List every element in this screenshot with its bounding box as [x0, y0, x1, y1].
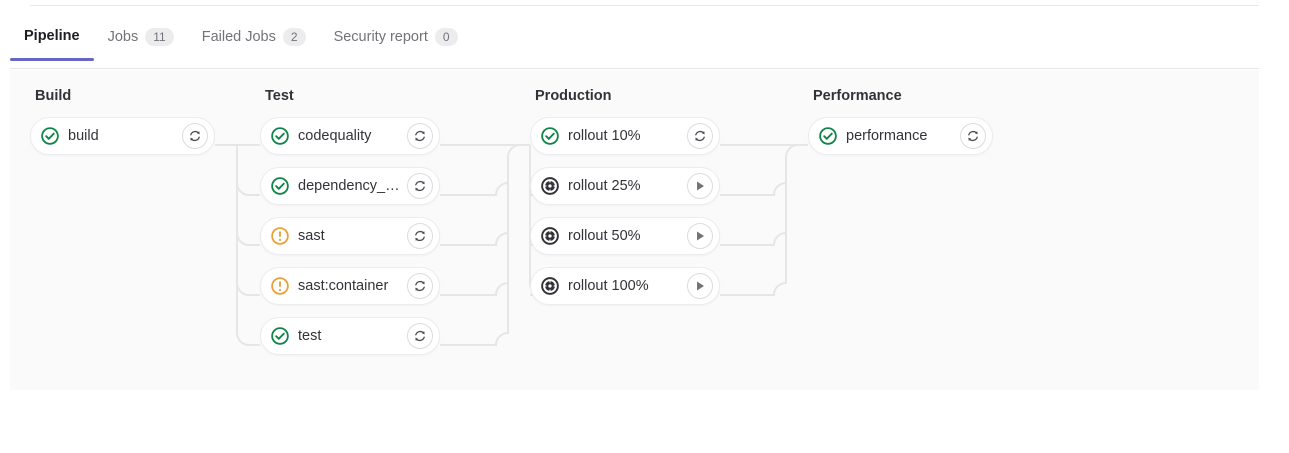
status-manual-icon — [541, 177, 559, 195]
tab-failed-jobs[interactable]: Failed Jobs 2 — [188, 24, 320, 62]
job-name: rollout 100% — [568, 278, 649, 294]
retry-icon — [415, 330, 425, 342]
stage-jobs: codequality dependency_s...sast sast:conta… — [260, 117, 440, 355]
retry-button[interactable] — [182, 123, 208, 149]
stage-jobs: build — [30, 117, 215, 155]
tab-badge: 11 — [145, 28, 174, 46]
retry-icon — [968, 130, 978, 142]
job-card[interactable]: rollout 25% — [530, 167, 720, 205]
tab-label: Failed Jobs — [201, 29, 276, 45]
play-icon — [697, 231, 705, 241]
retry-icon — [190, 130, 200, 142]
job-name: rollout 25% — [568, 178, 641, 194]
status-success-icon — [271, 177, 289, 195]
tab-pipeline[interactable]: Pipeline — [10, 24, 94, 61]
job-name: codequality — [298, 128, 372, 144]
job-card[interactable]: sast — [260, 217, 440, 255]
job-name: rollout 10% — [568, 128, 641, 144]
job-name: test — [298, 328, 322, 344]
job-name: build — [68, 128, 99, 144]
retry-icon — [415, 180, 425, 192]
job-name: dependency_s... — [298, 178, 401, 194]
stage-jobs: performance — [808, 117, 993, 155]
play-icon — [697, 181, 705, 191]
tab-badge: 2 — [282, 28, 306, 46]
stage-jobs: rollout 10% rollout 25% rollout 50% rollout… — [530, 117, 720, 305]
retry-icon — [695, 130, 705, 142]
status-success-icon — [819, 127, 837, 145]
job-name: rollout 50% — [568, 228, 641, 244]
job-card[interactable]: rollout 100% — [530, 267, 720, 305]
job-name: sast:container — [298, 278, 389, 294]
pipeline-tabbar: Pipeline Jobs 11 Failed Jobs 2 Security repor… — [10, 24, 1259, 69]
status-success-icon — [41, 127, 59, 145]
status-warning-icon — [271, 277, 289, 295]
tab-label: Pipeline — [24, 28, 80, 44]
tab-label: Jobs — [107, 29, 139, 45]
stage-column-build: Build build — [30, 70, 215, 167]
retry-icon — [415, 230, 425, 242]
job-card[interactable]: codequality — [260, 117, 440, 155]
play-button[interactable] — [687, 273, 713, 299]
job-card[interactable]: performance — [808, 117, 993, 155]
retry-icon — [415, 130, 425, 142]
stage-column-test: Test codequality dependency_s...sast sast:c… — [260, 70, 440, 367]
job-card[interactable]: sast:container — [260, 267, 440, 305]
retry-button[interactable] — [407, 123, 433, 149]
tab-security-report[interactable]: Security report 0 — [320, 24, 472, 62]
pipeline-graph-panel: Build build Test codequality dependency_s...… — [10, 70, 1259, 390]
stage-column-performance: Performance performance — [808, 70, 993, 167]
tab-jobs[interactable]: Jobs 11 — [94, 24, 188, 62]
retry-icon — [415, 280, 425, 292]
job-card[interactable]: rollout 10% — [530, 117, 720, 155]
retry-button[interactable] — [407, 273, 433, 299]
job-card[interactable]: build — [30, 117, 215, 155]
play-button[interactable] — [687, 173, 713, 199]
status-manual-icon — [541, 277, 559, 295]
retry-button[interactable] — [407, 173, 433, 199]
tab-badge: 0 — [434, 28, 458, 46]
job-card[interactable]: test — [260, 317, 440, 355]
stage-title: Test — [265, 88, 294, 104]
top-divider — [30, 5, 1259, 6]
status-success-icon — [271, 327, 289, 345]
stage-title: Build — [35, 88, 72, 104]
job-name: sast — [298, 228, 325, 244]
job-card[interactable]: dependency_s... — [260, 167, 440, 205]
retry-button[interactable] — [407, 223, 433, 249]
stage-title: Production — [535, 88, 612, 104]
status-success-icon — [541, 127, 559, 145]
retry-button[interactable] — [687, 123, 713, 149]
retry-button[interactable] — [407, 323, 433, 349]
play-button[interactable] — [687, 223, 713, 249]
tab-label: Security report — [333, 29, 428, 45]
job-name: performance — [846, 128, 928, 144]
stage-title: Performance — [813, 88, 902, 104]
status-manual-icon — [541, 227, 559, 245]
retry-button[interactable] — [960, 123, 986, 149]
status-success-icon — [271, 127, 289, 145]
play-icon — [697, 281, 705, 291]
status-warning-icon — [271, 227, 289, 245]
job-card[interactable]: rollout 50% — [530, 217, 720, 255]
